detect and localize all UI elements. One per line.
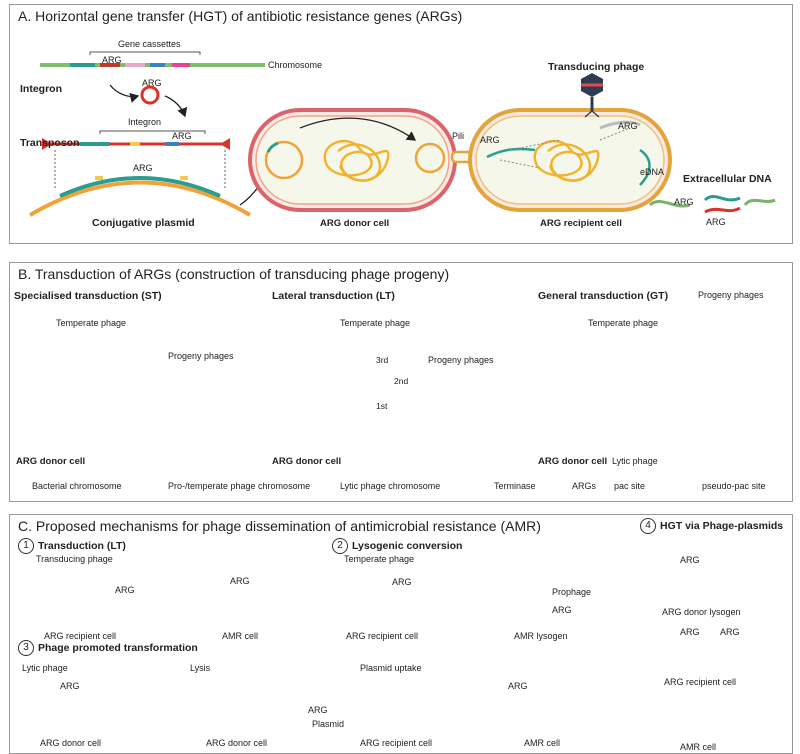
- integron-circle: [140, 85, 160, 105]
- progeny-phages-lt: Progeny phages: [428, 355, 494, 365]
- st-title: Specialised transduction (ST): [14, 290, 162, 302]
- progeny-phages-st: Progeny phages: [168, 351, 234, 361]
- arg-c3: ARG: [392, 577, 412, 587]
- m3-title: 3 Phage promoted transformation: [18, 640, 198, 656]
- temperate-phage-c: Temperate phage: [344, 554, 415, 564]
- lt-second: 2nd: [394, 376, 409, 386]
- arg-label-a5: ARG: [480, 135, 500, 145]
- legend-args: ARGs: [572, 481, 597, 491]
- lt-first: 1st: [376, 401, 388, 411]
- plasmid-label: Plasmid: [312, 719, 345, 729]
- legend-pac-site: pac site: [614, 481, 646, 491]
- panel-b-title: B. Transduction of ARGs (construction of…: [18, 266, 450, 282]
- m4-title: 4 HGT via Phage-plasmids: [640, 518, 783, 534]
- arg-c6: ARG: [308, 705, 328, 715]
- donor-lysogen-c: ARG donor lysogen: [662, 607, 741, 617]
- arg-c7: ARG: [508, 681, 528, 691]
- recipient-cell-label-a: ARG recipient cell: [540, 218, 622, 229]
- arg-c4: ARG: [552, 605, 572, 615]
- legend-pseudo-pac-site: pseudo-pac site: [702, 481, 766, 491]
- m3-number: 3: [18, 640, 34, 656]
- extracellular-dna-label: Extracellular DNA: [683, 173, 772, 185]
- m1-title-text: Transduction (LT): [38, 539, 126, 552]
- prophage-c: Prophage: [552, 587, 592, 597]
- pili-label: Pili: [452, 131, 465, 141]
- arg-label-a2: ARG: [142, 78, 162, 88]
- m4-title-text: HGT via Phage-plasmids: [660, 519, 784, 532]
- chromosome-label: Chromosome: [268, 60, 323, 70]
- gt-title: General transduction (GT): [538, 290, 669, 302]
- donor-cell-c4: ARG donor cell: [206, 738, 268, 748]
- gene-cassettes-label: Gene cassettes: [118, 39, 181, 49]
- arg-label-a3: ARG: [172, 131, 192, 141]
- arg-label-a1: ARG: [102, 55, 122, 65]
- legend-prophage-chromosome: Pro-/temperate phage chromosome: [168, 481, 311, 491]
- arg-c2: ARG: [230, 576, 250, 586]
- recipient-cell-c2: ARG recipient cell: [346, 631, 419, 641]
- m2-title: 2 Lysogenic conversion: [332, 538, 462, 554]
- panel-a-title: A. Horizontal gene transfer (HGT) of ant…: [18, 8, 463, 24]
- progeny-phages-gt: Progeny phages: [698, 290, 764, 300]
- m1-number: 1: [18, 538, 34, 554]
- amr-lysogen-c: AMR lysogen: [514, 631, 568, 641]
- plasmid-uptake-label: Plasmid uptake: [360, 663, 422, 673]
- lt-title: Lateral transduction (LT): [272, 290, 395, 302]
- temperate-phage-st: Temperate phage: [56, 318, 127, 328]
- conjugative-plasmid-label: Conjugative plasmid: [92, 217, 195, 229]
- recipient-cell-c1: ARG recipient cell: [44, 631, 117, 641]
- donor-cell-lt: ARG donor cell: [272, 456, 342, 467]
- panel-c: C. Proposed mechanisms for phage dissemi…: [9, 514, 793, 754]
- donor-cell-label-a: ARG donor cell: [320, 218, 390, 229]
- temperate-phage-gt: Temperate phage: [588, 318, 659, 328]
- arg-c5: ARG: [60, 681, 80, 691]
- amr-cell-c3: AMR cell: [524, 738, 561, 748]
- integron-label: Integron: [20, 83, 62, 95]
- donor-cell-st: ARG donor cell: [16, 456, 86, 467]
- legend-lytic-chromosome: Lytic phage chromosome: [340, 481, 441, 491]
- arg-label-a6: ARG: [618, 121, 638, 131]
- arg-label-a7: ARG: [674, 197, 694, 207]
- m2-number: 2: [332, 538, 348, 554]
- transducing-phage-label-a: Transducing phage: [548, 61, 645, 73]
- lt-third: 3rd: [376, 355, 389, 365]
- edna-label: eDNA: [640, 167, 665, 177]
- m3-title-text: Phage promoted transformation: [38, 641, 198, 654]
- transposon-label: Transposon: [20, 137, 80, 149]
- panel-b: B. Transduction of ARGs (construction of…: [9, 262, 793, 502]
- m1-title: 1 Transduction (LT): [18, 538, 126, 554]
- m4-number: 4: [640, 518, 656, 534]
- lysis-label: Lysis: [190, 663, 211, 673]
- integron-small-label: Integron: [128, 117, 162, 127]
- panel-c-title: C. Proposed mechanisms for phage dissemi…: [18, 518, 541, 534]
- arg-label-a8: ARG: [706, 217, 726, 227]
- recipient-cell-c3: ARG recipient cell: [360, 738, 433, 748]
- temperate-phage-lt: Temperate phage: [340, 318, 411, 328]
- arg-c8: ARG: [680, 555, 700, 565]
- amr-cell-c4: AMR cell: [680, 742, 717, 752]
- transducing-phage-c: Transducing phage: [36, 554, 113, 564]
- recipient-cell-c4: ARG recipient cell: [664, 677, 737, 687]
- arg-c10: ARG: [720, 627, 740, 637]
- donor-cell-c3: ARG donor cell: [40, 738, 102, 748]
- legend-bacterial-chromosome: Bacterial chromosome: [32, 481, 122, 491]
- arg-label-a4: ARG: [133, 163, 153, 173]
- amr-cell-c1: AMR cell: [222, 631, 259, 641]
- arg-c9: ARG: [680, 627, 700, 637]
- lytic-phage-c: Lytic phage: [22, 663, 68, 673]
- arg-c1: ARG: [115, 585, 135, 595]
- donor-cell-gt: ARG donor cell: [538, 456, 608, 467]
- lytic-phage-b: Lytic phage: [612, 456, 658, 466]
- plasmid-arc: [28, 180, 252, 217]
- m2-title-text: Lysogenic conversion: [352, 539, 463, 552]
- legend-terminase: Terminase: [494, 481, 536, 491]
